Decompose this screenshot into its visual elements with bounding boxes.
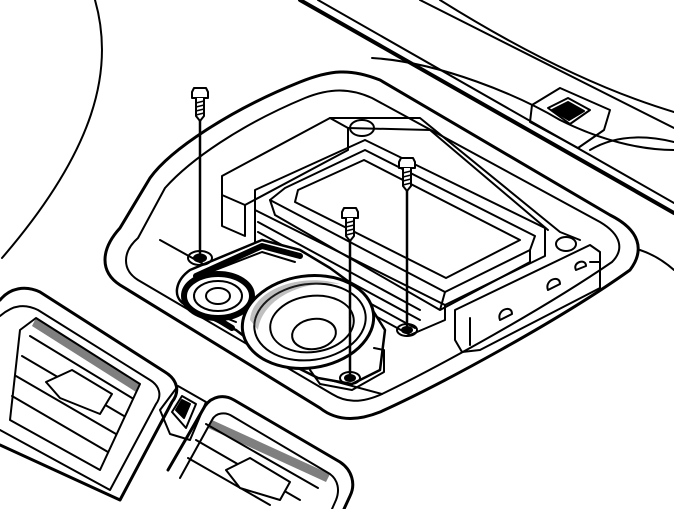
amp-pivot-right	[555, 236, 577, 252]
sensor-shade	[551, 101, 585, 121]
speaker-shade	[250, 280, 340, 330]
amp-bracket-slot-2	[546, 277, 561, 291]
screw-head	[398, 157, 416, 169]
vent-right-knob	[225, 457, 291, 501]
vent-left-frame	[0, 305, 161, 491]
vent-right-frame	[179, 412, 339, 509]
screw-thread	[345, 220, 355, 224]
amp-bracket-slot-3	[574, 260, 587, 271]
speaker-surround	[253, 282, 367, 362]
screw-thread	[402, 178, 412, 182]
divider-inner	[171, 395, 197, 429]
dashboard-front-edge	[639, 249, 674, 271]
amp-left-block	[221, 117, 349, 206]
dashboard-upper-line-2	[439, 0, 674, 113]
dashboard-ridge-2	[589, 136, 674, 151]
amp-bracket-slot-1	[498, 307, 513, 321]
vent-left-louver-3	[15, 375, 117, 435]
speaker-dustcap	[291, 317, 337, 351]
vent-left-louver-4	[11, 395, 109, 453]
tweeter	[181, 271, 255, 321]
screws	[191, 87, 416, 380]
tweeter-mid	[193, 280, 243, 312]
screw	[398, 157, 416, 332]
amp-right-bracket	[454, 244, 601, 353]
tweeter-dome	[205, 287, 231, 305]
vent-left-opening	[9, 317, 141, 471]
sensor-housing	[529, 87, 611, 149]
screw-head	[341, 207, 359, 219]
dashboard-ridge	[371, 57, 674, 151]
amp-box-top-inset	[294, 159, 521, 279]
screw-head	[191, 87, 209, 99]
amp-right-bracket-rib	[469, 261, 601, 346]
sensor-outer	[529, 87, 611, 149]
vent-left-louver-1	[29, 335, 133, 399]
vent-right-louver-2	[187, 457, 271, 506]
amp-pivot-left	[349, 119, 375, 137]
amp-box-bevel	[269, 199, 531, 311]
screw-thread	[402, 170, 412, 174]
sensor-inner	[547, 97, 591, 125]
divider-shade	[175, 399, 191, 419]
speaker-frame	[240, 274, 376, 370]
screw-thread	[195, 112, 205, 116]
speaker	[240, 274, 376, 370]
vent-left-shade	[32, 318, 140, 392]
recess-outer-rim	[103, 70, 640, 420]
dashboard-top-edge-inner	[317, 0, 674, 204]
vent-right-housing	[166, 395, 355, 509]
screw-thread	[195, 104, 205, 108]
dashboard	[1, 0, 674, 271]
dashboard-upper-line	[419, 0, 674, 129]
screw	[191, 87, 209, 260]
vent-left-housing	[0, 286, 179, 502]
vent-right-shade	[208, 420, 330, 482]
amp-rear-rail-2	[347, 127, 549, 231]
screw-thread	[345, 224, 355, 228]
air-vent-right	[166, 395, 355, 509]
screw-thread	[195, 100, 205, 104]
screw-thread	[345, 232, 355, 236]
screw-thread	[345, 228, 355, 232]
speaker-cone	[269, 294, 355, 354]
vent-left-knob	[45, 369, 113, 415]
dashboard-left-curve	[1, 0, 104, 259]
screw	[341, 207, 359, 380]
screw-thread	[402, 182, 412, 186]
amp-rear-rail	[329, 117, 581, 241]
bracket-foot	[309, 347, 385, 391]
screw-thread	[402, 174, 412, 178]
amp-left-block-front	[221, 194, 246, 237]
dashboard-top-edge	[298, 0, 674, 215]
screw-thread	[195, 108, 205, 112]
air-vent-left	[0, 286, 179, 502]
